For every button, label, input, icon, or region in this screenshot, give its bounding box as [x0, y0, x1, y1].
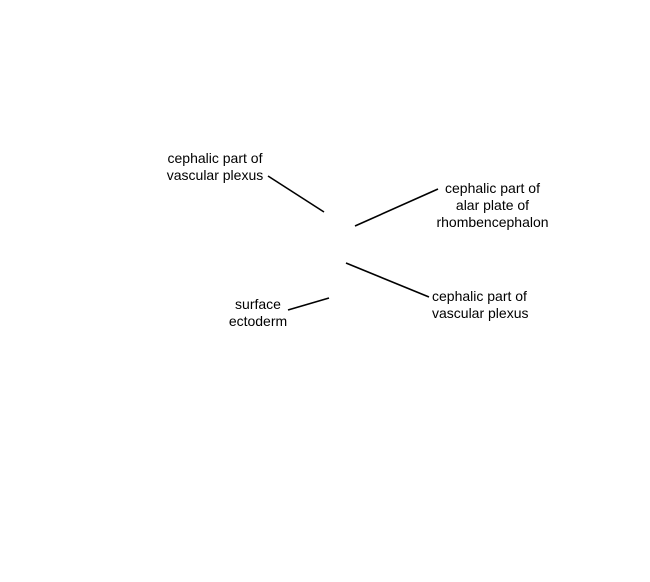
- label-line: cephalic part of: [445, 180, 540, 196]
- label-line: rhombencephalon: [436, 214, 549, 230]
- leader-line-cvp-upper: [267, 175, 325, 213]
- label-line: ectoderm: [228, 313, 288, 329]
- leader-line-surface-ectoderm: [287, 297, 330, 311]
- label-line: surface: [235, 296, 281, 312]
- leader-line-alar-plate: [354, 188, 439, 227]
- label-cephalic-vascular-plexus-upper: cephalic part of vascular plexus: [150, 150, 280, 184]
- label-line: vascular plexus: [432, 305, 529, 321]
- leader-line-cvp-lower: [345, 262, 430, 298]
- label-surface-ectoderm: surface ectoderm: [208, 296, 308, 330]
- label-line: cephalic part of: [432, 288, 527, 304]
- label-line: cephalic part of: [167, 150, 263, 166]
- label-line: vascular plexus: [166, 167, 264, 183]
- label-line: alar plate of: [455, 197, 530, 213]
- label-cephalic-vascular-plexus-lower: cephalic part of vascular plexus: [432, 288, 562, 322]
- label-cephalic-alar-plate: cephalic part of alar plate of rhombence…: [425, 180, 560, 231]
